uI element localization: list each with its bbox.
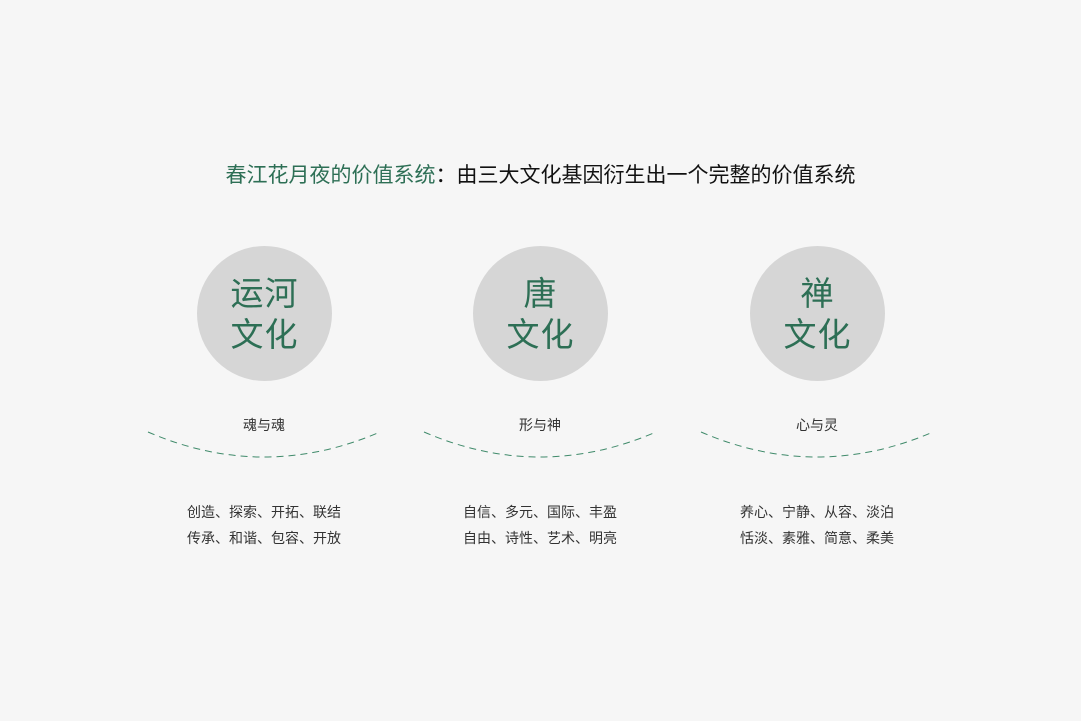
culture-values: 创造、探索、开拓、联结 传承、和谐、包容、开放 [144,500,384,552]
culture-name-line1: 禅 [800,273,835,313]
culture-name-line2: 文化 [506,314,575,354]
culture-circle: 运河 文化 [197,246,332,381]
title-accent: 春江花月夜的价值系统 [225,163,436,187]
dashed-arc [423,431,657,458]
culture-subtitle: 形与神 [519,418,561,434]
culture-values-line1: 自信、多元、国际、丰盈 [463,505,617,521]
culture-values-line2: 传承、和谐、包容、开放 [187,531,341,547]
culture-values: 自信、多元、国际、丰盈 自由、诗性、艺术、明亮 [420,500,660,552]
dashed-arc [147,431,381,458]
culture-column-tang: 唐 文化 形与神 自信、多元、国际、丰盈 自由、诗性、艺术、明亮 [420,246,660,566]
culture-name: 禅 文化 [784,273,852,355]
culture-name: 运河 文化 [231,273,299,355]
culture-column-zen: 禅 文化 心与灵 养心、宁静、从容、淡泊 恬淡、素雅、简意、柔美 [697,246,937,566]
culture-subtitle: 魂与魂 [243,418,285,434]
culture-name-line1: 唐 [523,273,558,313]
culture-values-line1: 养心、宁静、从容、淡泊 [740,505,894,521]
culture-values: 养心、宁静、从容、淡泊 恬淡、素雅、简意、柔美 [697,500,937,552]
culture-values-line2: 自由、诗性、艺术、明亮 [463,531,617,547]
culture-subtitle: 心与灵 [796,418,838,434]
culture-values-line2: 恬淡、素雅、简意、柔美 [740,531,894,547]
title-rest: ：由三大文化基因衍生出一个完整的价值系统 [435,163,856,187]
culture-name-line1: 运河 [230,273,299,313]
dashed-arc [700,431,934,458]
page-title: 春江花月夜的价值系统：由三大文化基因衍生出一个完整的价值系统 [0,160,1081,190]
culture-circle: 禅 文化 [750,246,885,381]
culture-values-line1: 创造、探索、开拓、联结 [187,505,341,521]
culture-circle: 唐 文化 [473,246,608,381]
culture-column-canal: 运河 文化 魂与魂 创造、探索、开拓、联结 传承、和谐、包容、开放 [144,246,384,566]
culture-name-line2: 文化 [783,314,852,354]
culture-name: 唐 文化 [507,273,575,355]
culture-name-line2: 文化 [230,314,299,354]
